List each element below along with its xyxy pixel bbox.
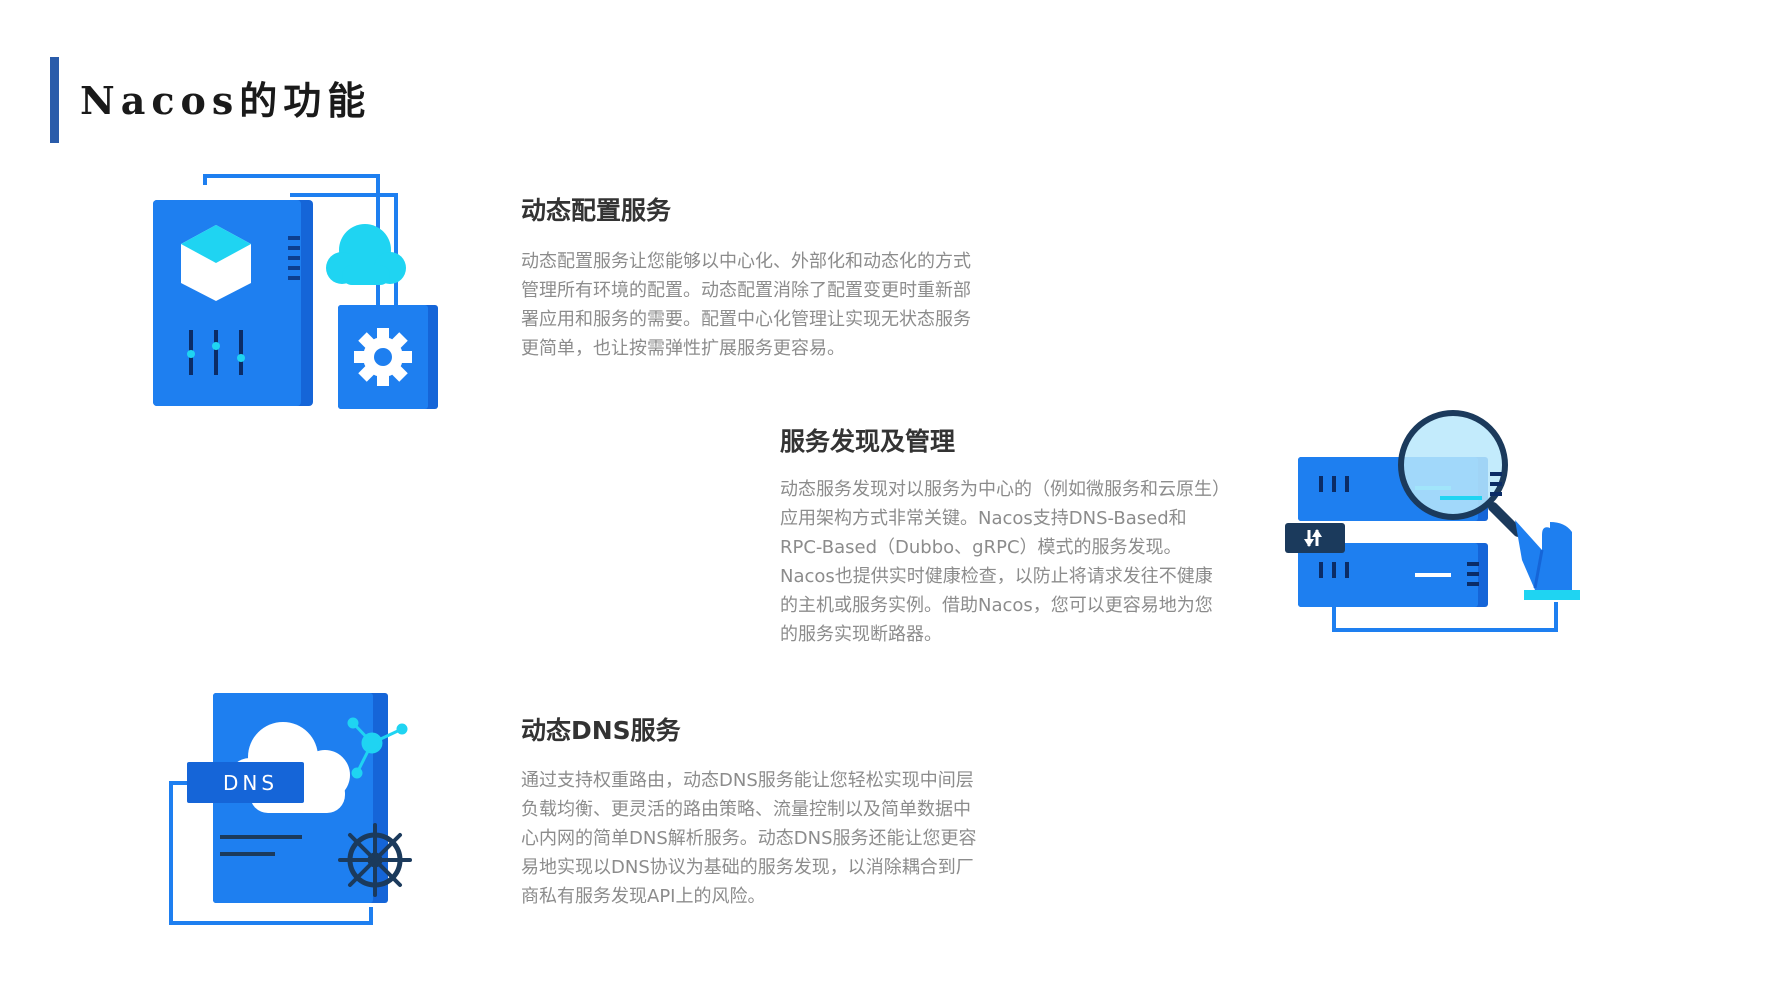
page-title: Nacos的功能 bbox=[80, 78, 372, 123]
magnifier-icon bbox=[1398, 410, 1523, 537]
dns-service-heading: 动态DNS服务 bbox=[521, 716, 681, 745]
hand-icon bbox=[1515, 520, 1580, 600]
sync-icon bbox=[1285, 523, 1345, 553]
network-node-icon bbox=[347, 717, 408, 779]
dns-label: DNS bbox=[223, 771, 278, 795]
gear-icon bbox=[354, 328, 412, 386]
service-discovery-illustration bbox=[1285, 410, 1580, 632]
service-discovery-heading: 服务发现及管理 bbox=[780, 427, 956, 456]
config-service-heading: 动态配置服务 bbox=[521, 196, 672, 225]
config-service-illustration bbox=[153, 174, 438, 409]
title-accent-bar bbox=[50, 57, 59, 143]
cloud-icon bbox=[326, 224, 406, 285]
dns-service-description: 通过支持权重路由，动态DNS服务能让您轻松实现中间层负载均衡、更灵活的路由策略、… bbox=[521, 770, 977, 907]
service-discovery-description: 动态服务发现对以服务为中心的（例如微服务和云原生）应用架构方式非常关键。Naco… bbox=[780, 479, 1221, 645]
dns-service-illustration: DNS bbox=[169, 693, 412, 925]
config-service-description: 动态配置服务让您能够以中心化、外部化和动态化的方式管理所有环境的配置。动态配置消… bbox=[521, 251, 971, 359]
helm-icon bbox=[338, 823, 412, 897]
